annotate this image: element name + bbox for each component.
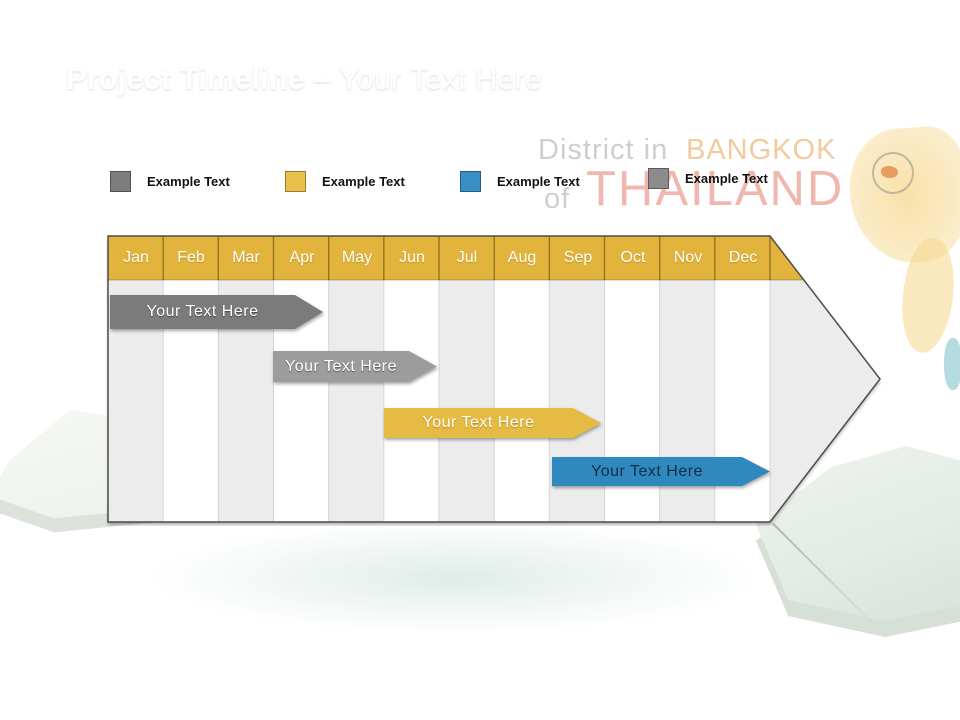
legend-label: Example Text: [322, 174, 405, 189]
month-header-band: [108, 236, 820, 280]
legend-swatch-gray: [110, 171, 131, 192]
task-bar-4-label: Your Text Here: [552, 457, 770, 486]
month-label-apr: Apr: [289, 249, 315, 266]
watermark-thailand: THAILAND: [586, 162, 845, 216]
month-label-mar: Mar: [232, 249, 260, 266]
task-bar-2: Your Text Here: [273, 351, 437, 382]
month-label-sep: Sep: [563, 249, 593, 266]
watermark-of: of: [544, 183, 571, 215]
timeline-arrow-outline: [107, 235, 881, 523]
task-bar-1-label: Your Text Here: [110, 295, 323, 329]
legend-label: Example Text: [685, 171, 768, 186]
month-label-feb: Feb: [177, 249, 205, 266]
legend-swatch-gray2: [648, 168, 669, 189]
task-bar-1: Your Text Here: [110, 295, 323, 329]
map-accent-shape: [944, 338, 960, 390]
legend-item-gray: Example Text: [110, 171, 230, 192]
month-label-aug: Aug: [507, 249, 537, 266]
bangkok-stamp-region-icon: [881, 166, 898, 178]
legend-item-gray2: Example Text: [648, 168, 768, 189]
month-label-may: May: [341, 249, 373, 266]
legend-label: Example Text: [497, 174, 580, 189]
page-title: Project Timeline – Your Text Here: [66, 61, 542, 97]
watermark-district-in: District in: [538, 134, 669, 166]
page-title-suffix: – Your Text Here: [313, 61, 543, 96]
month-label-jan: Jan: [123, 249, 149, 266]
watermark-bangkok: BANGKOK: [686, 134, 837, 166]
legend-item-yellow: Example Text: [285, 171, 405, 192]
page-title-main: Project Timeline: [66, 61, 305, 96]
task-bar-3: Your Text Here: [384, 408, 601, 438]
timeline-arrow-shape: [107, 235, 881, 523]
month-label-oct: Oct: [620, 249, 646, 266]
legend-label: Example Text: [147, 174, 230, 189]
task-bar-2-label: Your Text Here: [273, 351, 437, 382]
month-label-dec: Dec: [728, 249, 758, 266]
month-label-jul: Jul: [456, 249, 478, 266]
task-bar-3-label: Your Text Here: [384, 408, 601, 438]
floor-reflection: [100, 525, 840, 675]
legend-swatch-yellow: [285, 171, 306, 192]
month-header-divider-lines: [162, 236, 771, 280]
month-label-jun: Jun: [399, 249, 425, 266]
task-bar-4: Your Text Here: [552, 457, 770, 486]
month-label-nov: Nov: [673, 249, 703, 266]
bangkok-stamp-circle-icon: [872, 152, 914, 194]
legend-swatch-blue: [460, 171, 481, 192]
legend-item-blue: Example Text: [460, 171, 580, 192]
